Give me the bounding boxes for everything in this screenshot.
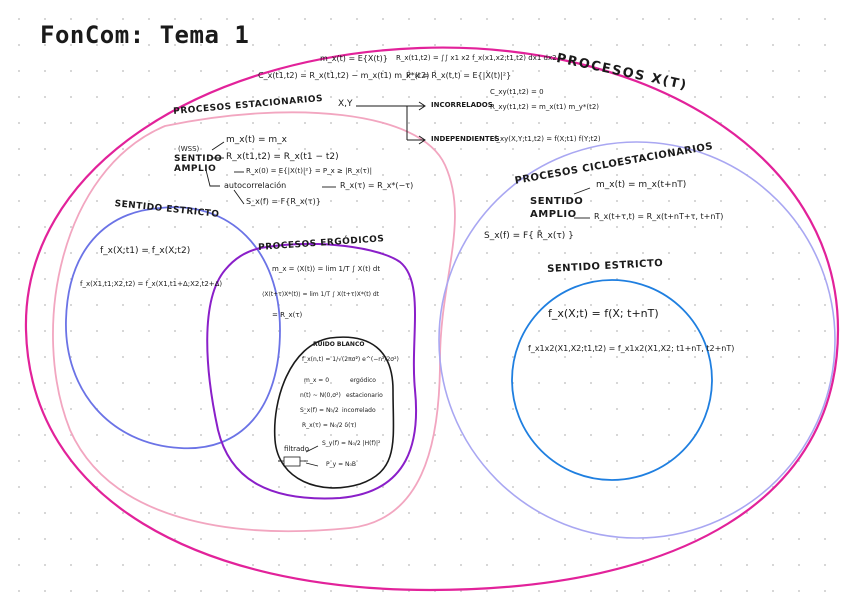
- ciclo-mean: m_x(t) = m_x(t+nT): [596, 180, 687, 190]
- formula-autocorr: R_x(t1,t2) = ∫∫ x1 x2 f_x(x1,x2;t1,t2) d…: [396, 54, 557, 62]
- incorrelados-formula-corr: R_xy(t1,t2) = m_x(t1) m_y*(t2): [490, 103, 600, 111]
- ergodicos-mean: m_x = ⟨X(t)⟩ = lim 1/T ∫ X(t) dt: [272, 265, 381, 273]
- estacionarios-hermitian: R_x(τ) = R_x*(−τ): [340, 181, 414, 190]
- formula-autocov: C_x(t1,t2) = R_x(t1,t2) − m_x(t1) m_x*(t…: [258, 71, 430, 80]
- ruido-autocorr: R_x(τ) = N₀/2 δ(τ): [302, 422, 357, 429]
- xy-label: X,Y: [338, 99, 353, 109]
- incorrelados-label: INCORRELADOS: [431, 101, 493, 109]
- xy-arrows: [356, 101, 426, 145]
- ciclo-arrows: [573, 187, 591, 219]
- filtrado-power: P_y = N₀B: [326, 461, 357, 468]
- estricto-formula-1: f_x(X;t1) = f_x(X;t2): [100, 246, 191, 256]
- incorrelados-formula-cov: C_xy(t1,t2) = 0: [490, 88, 544, 96]
- tag-ergodico: ergódico: [350, 377, 376, 384]
- estacionarios-power: R_x(0) = E{|X(t)|²} = P_x ≥ |R_x(τ)|: [246, 167, 372, 175]
- ruido-blanco-region: [273, 336, 395, 489]
- independientes-label: INDEPENDIENTES: [431, 135, 500, 143]
- formula-mean: m_x(t) = E{X(t)}: [320, 54, 388, 63]
- filtrado-label: filtrado: [284, 445, 309, 453]
- ciclo-sentido-amplio: SENTIDO AMPLIO: [530, 196, 584, 220]
- estricto-formula-2: f_x(X1,t1;X2,t2) = f_x(X1,t1+Δ;X2,t2+Δ): [80, 280, 223, 288]
- ergodicos-equals: = R_x(τ): [272, 311, 303, 319]
- filtrado-box-icon: [283, 456, 301, 467]
- estacionarios-sentido-amplio: SENTIDO AMPLIO: [174, 154, 223, 175]
- ruido-mean: m_x = 0: [304, 377, 330, 384]
- ruido-pdf: f_x(n,t) = 1/√(2πσ²) e^(−n²/2σ²): [302, 356, 399, 363]
- estricto-region: [65, 206, 281, 450]
- page-title: FonCom: Tema 1: [40, 21, 250, 49]
- estacionarios-mean: m_x(t) = m_x: [226, 135, 288, 145]
- ciclo-estricto-formula-1: f_x(X;t) = f(X; t+nT): [548, 307, 659, 320]
- ergodicos-region: [206, 242, 418, 500]
- estacionarios-arrows: [205, 141, 336, 205]
- autocorrelacion-label: autocorrelación: [224, 181, 287, 190]
- procesos-x-region: [24, 46, 840, 592]
- ciclo-psd: S_x(f) = F{ R̄_x(τ) }: [484, 231, 574, 241]
- ruido-distribution: n(t) ~ N(0,σ²): [300, 392, 341, 399]
- wss-tag: (WSS): [178, 145, 200, 153]
- formula-power: P_x = R_x(t,t) = E{|X(t)|²}: [406, 71, 512, 80]
- ruido-psd: S_x(f) = N₀/2: [300, 407, 339, 414]
- ciclo-estricto-region: [511, 279, 713, 481]
- cicloestacionarios-region: [438, 141, 836, 539]
- tag-estacionario: estacionario: [346, 392, 383, 399]
- ruido-blanco-label: RUIDO BLANCO: [313, 341, 365, 348]
- estacionarios-psd: S_x(f) = F{R_x(τ)}: [246, 197, 321, 206]
- independientes-formula: f_xy(X,Y;t1,t2) = f(X;t1) f(Y;t2): [494, 135, 601, 143]
- ciclo-autocorr: R_x(t+τ,t) = R_x(t+nT+τ, t+nT): [594, 212, 724, 221]
- ciclo-estricto-formula-2: f_x1x2(X1,X2;t1,t2) = f_x1x2(X1,X2; t1+n…: [528, 344, 735, 353]
- tag-incorrelado: incorrelado: [342, 407, 376, 414]
- estacionarios-autocorr: R_x(t1,t2) = R_x(t1 − t2): [226, 152, 339, 162]
- estacionarios-region: [52, 111, 456, 533]
- ergodicos-autocorr: ⟨X(t+τ)X*(t)⟩ = lim 1/T ∫ X(t+τ)X*(t) dt: [262, 291, 379, 298]
- filtrado-psd: S_y(f) = N₀/2 |H(f)|²: [322, 440, 381, 447]
